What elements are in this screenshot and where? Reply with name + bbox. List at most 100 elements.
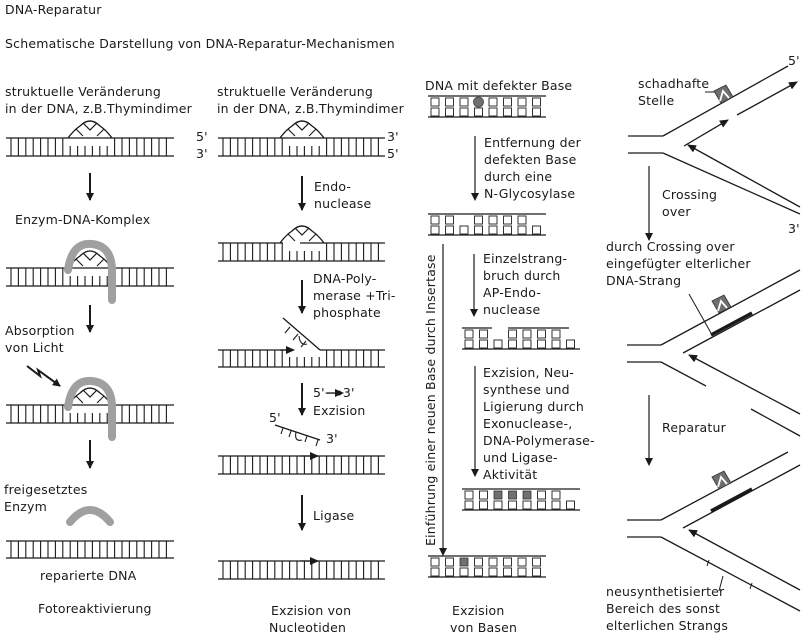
col1-label-5prime: 5' [196,129,208,144]
base-pair-complement [522,500,532,510]
col3-step1-line2: defekten Base [484,152,577,167]
base-pair-complement [445,225,454,235]
col4-graphics [627,65,801,612]
col3-defect-dna [428,95,546,118]
col3-step3-line5: DNA-Polymerase- [483,433,595,448]
base-pair-complement [517,225,527,235]
base-pair-complement [488,225,498,235]
new-region-pointer [718,575,724,592]
base-pair-complement [445,567,454,577]
col2-step-ligase: Ligase [313,508,355,523]
base [503,97,512,107]
col1-released-enzyme [66,506,114,526]
col3-step3-line4: Exonuclease-, [483,416,573,431]
col1-damaged-dna [6,137,174,157]
base [474,215,483,225]
dimer-base [308,128,317,137]
lagging-strand-repaired [660,536,801,612]
base-pair-complement [488,567,498,577]
damage-site-mark [717,475,728,488]
base [508,329,517,339]
dimer-bond [294,227,310,236]
col3-ap-site-dna [428,213,546,236]
base-pair-complement [532,107,541,117]
col1-step-absorption-line1: Absorption [5,323,75,338]
col3-step1-line4: N-Glycosylase [484,186,576,201]
col4-label-5prime: 5' [788,53,800,68]
base [537,490,546,500]
base-pair-complement [508,339,517,349]
base-pair-complement [459,567,469,577]
base [488,97,498,107]
base-pair-complement [464,500,474,510]
dimer-base [308,233,317,242]
damage-site-mark [717,299,728,312]
base [503,557,512,567]
col2-incised-dna [218,242,385,262]
col1-step-absorption-line2: von Licht [5,340,64,355]
base [537,329,546,339]
col1-step-enzyme-complex: Enzym-DNA-Komplex [15,212,151,227]
displaced-base [292,333,299,341]
base-pair-complement [532,225,541,235]
inserted-parent-segment [710,487,753,513]
base-pair-complement [479,500,488,510]
col2-step-poly-line2: merase +Tri- [313,288,396,303]
col1-step-released-line2: Enzym [4,499,47,514]
dimer-base [96,395,105,404]
base [430,215,440,225]
base-pair-complement [430,225,440,235]
lagging-strand-continued [750,408,801,437]
base [551,329,561,339]
base-pair-complement [459,107,469,117]
base [517,557,527,567]
col1-header-line1: struktuelle Veränderung [5,84,161,99]
base [464,329,474,339]
col2-synthesis-dna [218,349,385,368]
base-pair-complement [508,500,517,510]
dimer-bond [82,252,98,261]
col1-caption: Fotoreaktivierung [38,601,152,616]
base-pair-complement [503,567,512,577]
dimer-base [96,258,105,267]
base [522,329,532,339]
base-pair-complement [474,107,483,117]
col3-step1-line1: Entfernung der [484,135,581,150]
col3-step2-line3: AP-Endo- [483,285,542,300]
col2-nicked-dna [218,455,385,475]
base [479,490,488,500]
base-pair-complement [566,500,575,510]
base-pair-complement [464,339,474,349]
col4-damage-label-line2: Stelle [638,93,675,108]
col3-step3-line2: synthese und [483,382,570,397]
col3-graphics [428,95,580,578]
col3-caption-line2: von Basen [450,620,518,635]
base-pair-complement [517,567,527,577]
base [488,215,498,225]
base-pair-complement [430,107,440,117]
new-base [459,557,469,567]
base [551,490,561,500]
defective-base-icon [473,96,484,108]
col2-caption-line1: Exzision von [271,603,352,618]
base [479,329,488,339]
dimer-base [75,258,84,267]
col4-inserted-strand-line3: DNA-Strang [606,273,682,288]
col4-inserted-strand-line1: durch Crossing over [606,239,735,254]
base [445,557,454,567]
repair-boundary-tick [706,559,710,567]
col1-graphics [6,120,174,559]
new-strand-leading [736,81,798,116]
col2-header-line2: in der DNA, z.B.Thymindimer [217,101,405,116]
displaced-dimer [298,335,308,345]
base [517,215,527,225]
base [488,557,498,567]
col3-step3-line3: Ligierung durch [483,399,584,414]
col1-header-line2: in der DNA, z.B.Thymindimer [5,101,193,116]
base-pair-complement [445,107,454,117]
base [532,97,541,107]
lagging-strand-parent [662,152,801,215]
base-pair-complement [551,339,561,349]
base [517,97,527,107]
base [430,97,440,107]
